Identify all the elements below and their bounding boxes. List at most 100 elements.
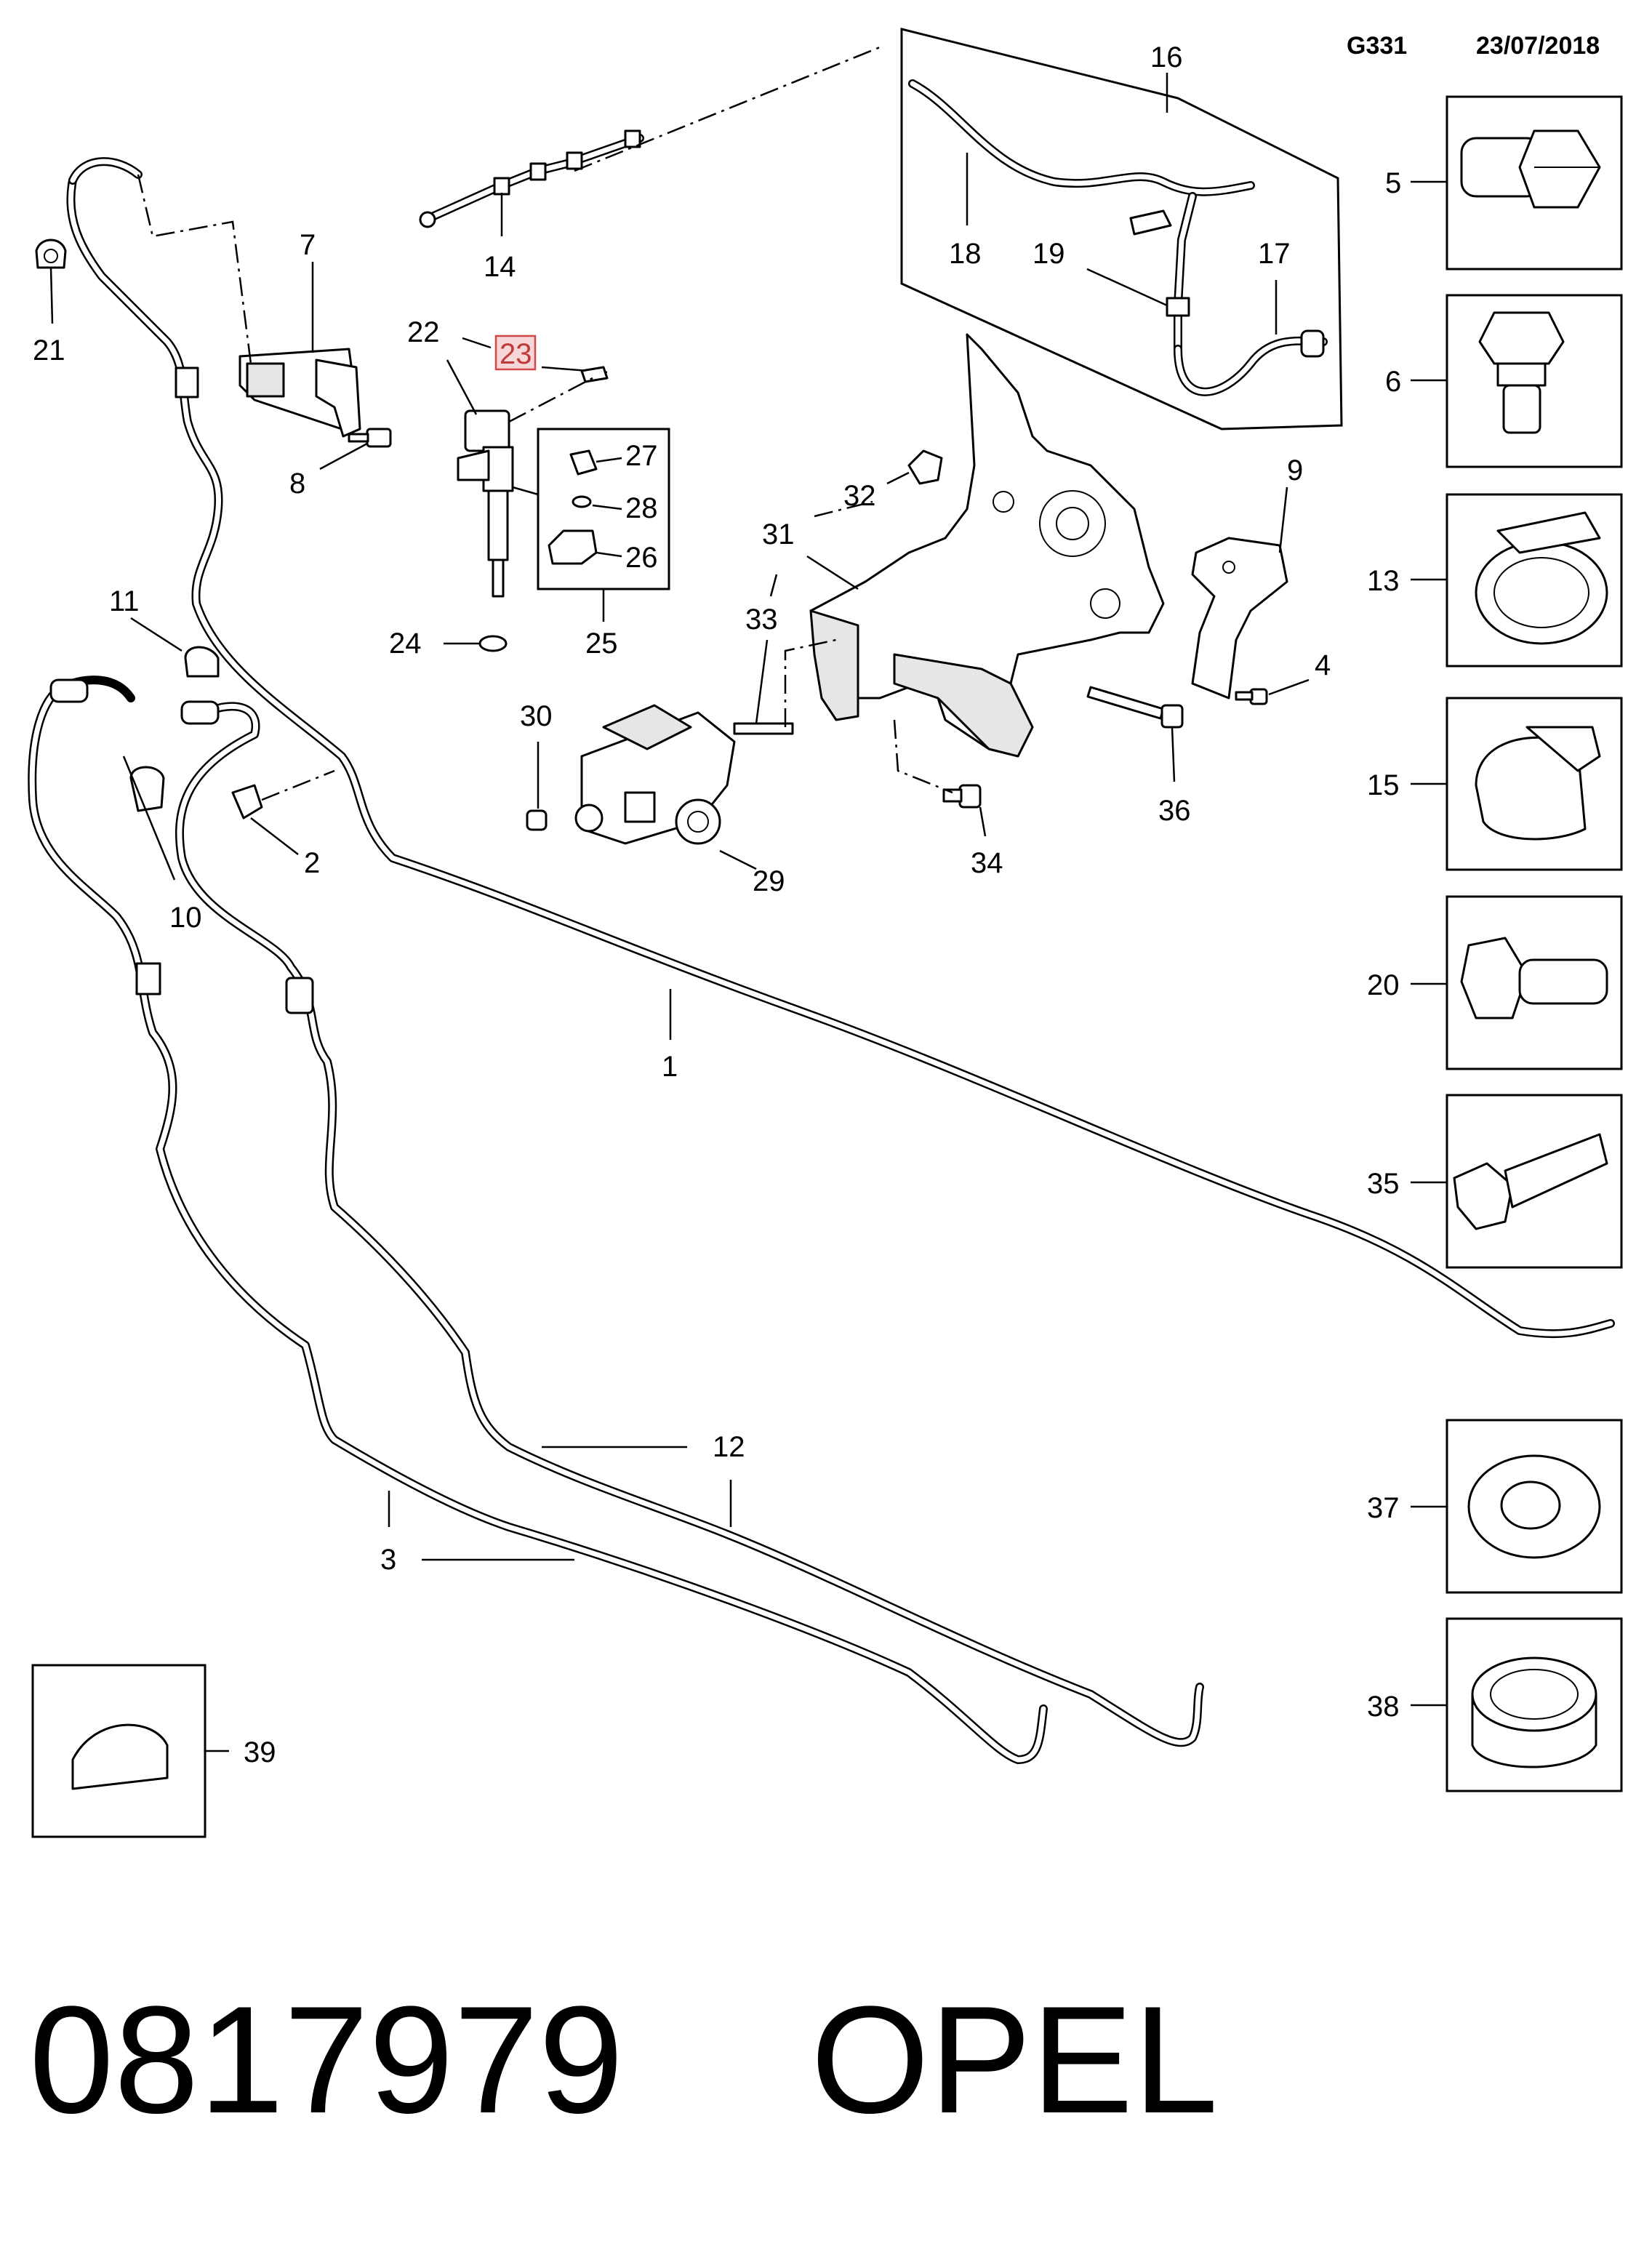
dash-link-7 (137, 174, 252, 364)
callout-11: 11 (109, 585, 140, 617)
part-7-bracket[interactable] (238, 348, 361, 438)
callout-5: 5 (1385, 167, 1401, 199)
leader-23a (462, 337, 492, 349)
callout-13: 13 (1367, 565, 1400, 597)
dash-link-32 (814, 500, 873, 518)
callout-22: 22 (407, 316, 440, 348)
fuel-pipe-3[interactable] (28, 676, 1048, 1764)
hex-stud-icon (1478, 311, 1565, 434)
part-28-washer[interactable] (572, 495, 592, 508)
diagram-date: 23/07/2018 (1476, 32, 1600, 60)
callout-26: 26 (625, 542, 658, 574)
callout-1: 1 (662, 1051, 678, 1083)
part-11-clip[interactable] (184, 646, 220, 678)
part-30-screw[interactable] (526, 809, 548, 831)
part-32-grommet[interactable] (907, 449, 943, 485)
leader-28 (592, 504, 622, 510)
callout-2: 2 (304, 847, 320, 879)
callout-37: 37 (1367, 1492, 1400, 1524)
leader-33b (769, 574, 778, 597)
callout-23: 23 (500, 338, 532, 370)
callout-8: 8 (289, 468, 305, 500)
inset-35[interactable] (1446, 1094, 1623, 1269)
inset-15[interactable] (1446, 697, 1623, 871)
leader-12 (542, 1446, 732, 1527)
part-18-pipe[interactable] (908, 79, 1255, 236)
leader-26 (596, 551, 622, 558)
brand-name: OPEL (811, 1974, 1218, 2145)
fuel-pipe-12[interactable] (175, 700, 1204, 1747)
part-27-nut[interactable] (569, 449, 598, 476)
callout-6: 6 (1385, 366, 1401, 398)
part-9-bracket[interactable] (1191, 537, 1288, 700)
inset-6[interactable] (1446, 294, 1623, 468)
leader-11 (130, 617, 183, 652)
part-4-bolt[interactable] (1235, 688, 1268, 705)
callout-4: 4 (1315, 649, 1331, 681)
part-19-pipe-clip[interactable] (1166, 192, 1197, 353)
dash-link-2 (261, 769, 335, 801)
part-26-clamp[interactable] (548, 529, 598, 565)
part-24-washer[interactable] (478, 635, 508, 652)
dash-link-34 (893, 719, 953, 794)
callout-7: 7 (300, 229, 316, 261)
leader-8 (319, 442, 368, 470)
callout-29: 29 (753, 865, 785, 897)
inset-5[interactable] (1446, 95, 1623, 271)
callout-36: 36 (1158, 795, 1191, 827)
leader-21 (49, 267, 54, 324)
leader-33 (755, 639, 769, 724)
part-21-clip[interactable] (35, 239, 67, 269)
fuel-pipe-1[interactable] (66, 157, 1615, 1339)
inset-13[interactable] (1446, 493, 1623, 668)
callout-39: 39 (244, 1736, 276, 1768)
part-23-clip[interactable] (580, 366, 609, 383)
inset-38[interactable] (1446, 1617, 1623, 1792)
callout-3: 3 (380, 1544, 396, 1576)
woodruff-key-icon (71, 1723, 169, 1790)
leader-2 (250, 817, 299, 855)
part-33-stud[interactable] (733, 722, 794, 735)
part-2-clip[interactable] (231, 784, 263, 820)
part-29-injection-pump[interactable] (574, 704, 736, 845)
short-bolt-icon (1460, 937, 1608, 1019)
callout-31: 31 (762, 518, 795, 550)
part-22-injector[interactable] (457, 409, 514, 598)
inset-20[interactable] (1446, 895, 1623, 1070)
inset-39[interactable] (31, 1664, 206, 1838)
leader-31 (806, 555, 859, 590)
part-number: 0817979 (29, 1974, 624, 2145)
part-14-return-line[interactable] (419, 129, 644, 228)
callout-18: 18 (949, 238, 982, 270)
group-16-frame (900, 28, 1343, 430)
inset-37[interactable] (1446, 1419, 1623, 1594)
part-17-hose[interactable] (1174, 329, 1328, 396)
callout-12: 12 (713, 1431, 745, 1463)
callout-19: 19 (1032, 238, 1065, 270)
callout-14: 14 (484, 251, 516, 283)
leader-4 (1268, 678, 1310, 696)
part-31-pump-bracket[interactable] (809, 333, 1165, 758)
callout-21: 21 (33, 334, 65, 366)
leader-32 (886, 471, 910, 485)
leader-9 (1278, 486, 1288, 553)
leader-34 (979, 806, 987, 837)
callout-38: 38 (1367, 1691, 1400, 1723)
callout-25: 25 (585, 628, 618, 660)
part-8-bolt[interactable] (348, 428, 392, 448)
callout-17: 17 (1258, 238, 1291, 270)
callout-32: 32 (843, 480, 876, 512)
diagram-code: G331 (1347, 32, 1407, 60)
long-bolt-icon (1453, 1133, 1608, 1230)
spring-clip-icon (1475, 726, 1601, 841)
callout-23-highlight[interactable]: 23 (494, 334, 537, 371)
callout-28: 28 (625, 492, 658, 524)
callout-20: 20 (1367, 969, 1400, 1001)
leader-36 (1171, 726, 1176, 782)
part-34-bolt[interactable] (942, 784, 982, 809)
part-36-bolt[interactable] (1086, 686, 1184, 729)
callout-34: 34 (971, 847, 1003, 879)
leader-19 (1086, 268, 1168, 307)
part-10-clip[interactable] (129, 766, 165, 812)
